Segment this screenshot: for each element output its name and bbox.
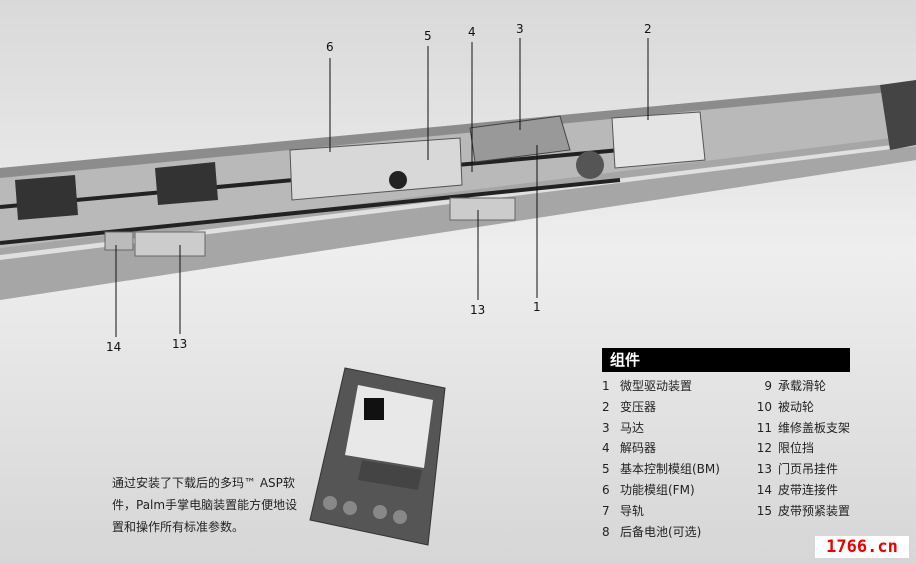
description-line: 件，Palm手掌电脑装置能方便地设	[112, 498, 298, 512]
watermark: 1766.cn	[815, 536, 909, 558]
item-number: 8	[602, 524, 610, 539]
item-label: 承载滑轮	[777, 379, 826, 393]
item-label: 解码器	[620, 441, 657, 456]
legend-item: 4 解码器	[602, 438, 750, 459]
legend-item: 1 微型驱动装置	[602, 376, 750, 397]
item-label: 导轨	[620, 503, 645, 518]
item-number: 5	[602, 462, 610, 477]
callout-14: 14	[106, 340, 122, 354]
legend-item: 9 承载滑轮	[750, 376, 850, 397]
legend-item: 13 门页吊挂件	[750, 459, 850, 480]
callout-5: 5	[424, 29, 432, 43]
description-line: 置和操作所有标准参数。	[112, 520, 245, 534]
legend-item: 15 皮带预紧装置	[750, 501, 850, 522]
item-number: 2	[602, 399, 610, 414]
legend-item: 12 限位挡	[750, 438, 850, 459]
item-number: 12	[756, 441, 772, 456]
item-number: 11	[756, 420, 772, 435]
item-number: 15	[756, 503, 772, 518]
rail-block	[155, 162, 218, 205]
legend-item: 3 马达	[602, 418, 750, 439]
pulley	[576, 151, 604, 179]
components-legend: 组件 1 微型驱动装置 2 变压器 3 马达 4 解码器 5 基本控制模组(BM) 6 功能…	[602, 348, 850, 542]
callout-13: 13	[470, 303, 486, 317]
legend-item: 14 皮带连接件	[750, 480, 850, 501]
callout-2: 2	[644, 22, 652, 36]
callout-1: 1	[533, 300, 541, 314]
legend-item: 7 导轨	[602, 501, 750, 522]
item-label: 马达	[620, 420, 645, 435]
motor	[469, 115, 571, 163]
rail-top-edge	[0, 85, 890, 178]
legend-item: 5 基本控制模组(BM)	[602, 459, 750, 480]
control-module	[289, 137, 463, 201]
item-number: 3	[602, 420, 610, 435]
callout-lines	[115, 38, 649, 337]
item-label: 被动轮	[777, 399, 814, 414]
legend-item: 2 变压器	[602, 397, 750, 418]
item-number: 10	[756, 399, 772, 414]
palm-handheld	[309, 367, 446, 546]
palm-description: 通过安装了下载后的多玛™ ASP软 件，Palm手掌电脑装置能方便地设 置和操作…	[112, 472, 302, 538]
item-label: 变压器	[620, 399, 657, 414]
item-label: 皮带连接件	[777, 482, 838, 497]
item-number: 4	[602, 441, 610, 456]
door-hanger	[134, 231, 206, 257]
transformer	[611, 111, 706, 169]
legend-item: 11 维修盖板支架	[750, 418, 850, 439]
belt-lower	[0, 178, 621, 245]
item-label: 微型驱动装置	[620, 379, 693, 393]
rail-end-cap	[880, 80, 916, 150]
item-label: 后备电池(可选)	[620, 524, 702, 539]
item-number: 7	[602, 503, 610, 518]
belt-connector	[104, 231, 134, 251]
door-hanger	[449, 197, 516, 221]
legend-item: 6 功能模组(FM)	[602, 480, 750, 501]
item-number: 9	[764, 379, 772, 393]
legend-title: 组件	[602, 348, 850, 372]
callout-4: 4	[468, 25, 476, 39]
legend-right-column: 9 承载滑轮 10 被动轮 11 维修盖板支架 12 限位挡 13 门页吊挂件 14 皮带连…	[750, 376, 850, 542]
item-label: 基本控制模组(BM)	[620, 462, 720, 477]
item-label: 门页吊挂件	[777, 462, 838, 477]
item-label: 功能模组(FM)	[620, 482, 695, 497]
callout-3: 3	[516, 22, 524, 36]
item-number: 14	[756, 482, 772, 497]
module-knob	[389, 171, 407, 189]
item-number: 13	[756, 462, 772, 477]
legend-item: 8 后备电池(可选)	[602, 522, 750, 543]
rail-block	[15, 175, 78, 220]
legend-item: 10 被动轮	[750, 397, 850, 418]
item-label: 维修盖板支架	[777, 420, 850, 435]
callout-13: 13	[172, 337, 188, 351]
item-number: 1	[602, 379, 610, 393]
description-line: 通过安装了下载后的多玛™ ASP软	[112, 476, 295, 490]
item-number: 6	[602, 482, 610, 497]
item-label: 限位挡	[777, 441, 814, 456]
callout-6: 6	[326, 40, 334, 54]
legend-left-column: 1 微型驱动装置 2 变压器 3 马达 4 解码器 5 基本控制模组(BM) 6 功能模组(…	[602, 376, 750, 542]
item-label: 皮带预紧装置	[777, 503, 850, 518]
